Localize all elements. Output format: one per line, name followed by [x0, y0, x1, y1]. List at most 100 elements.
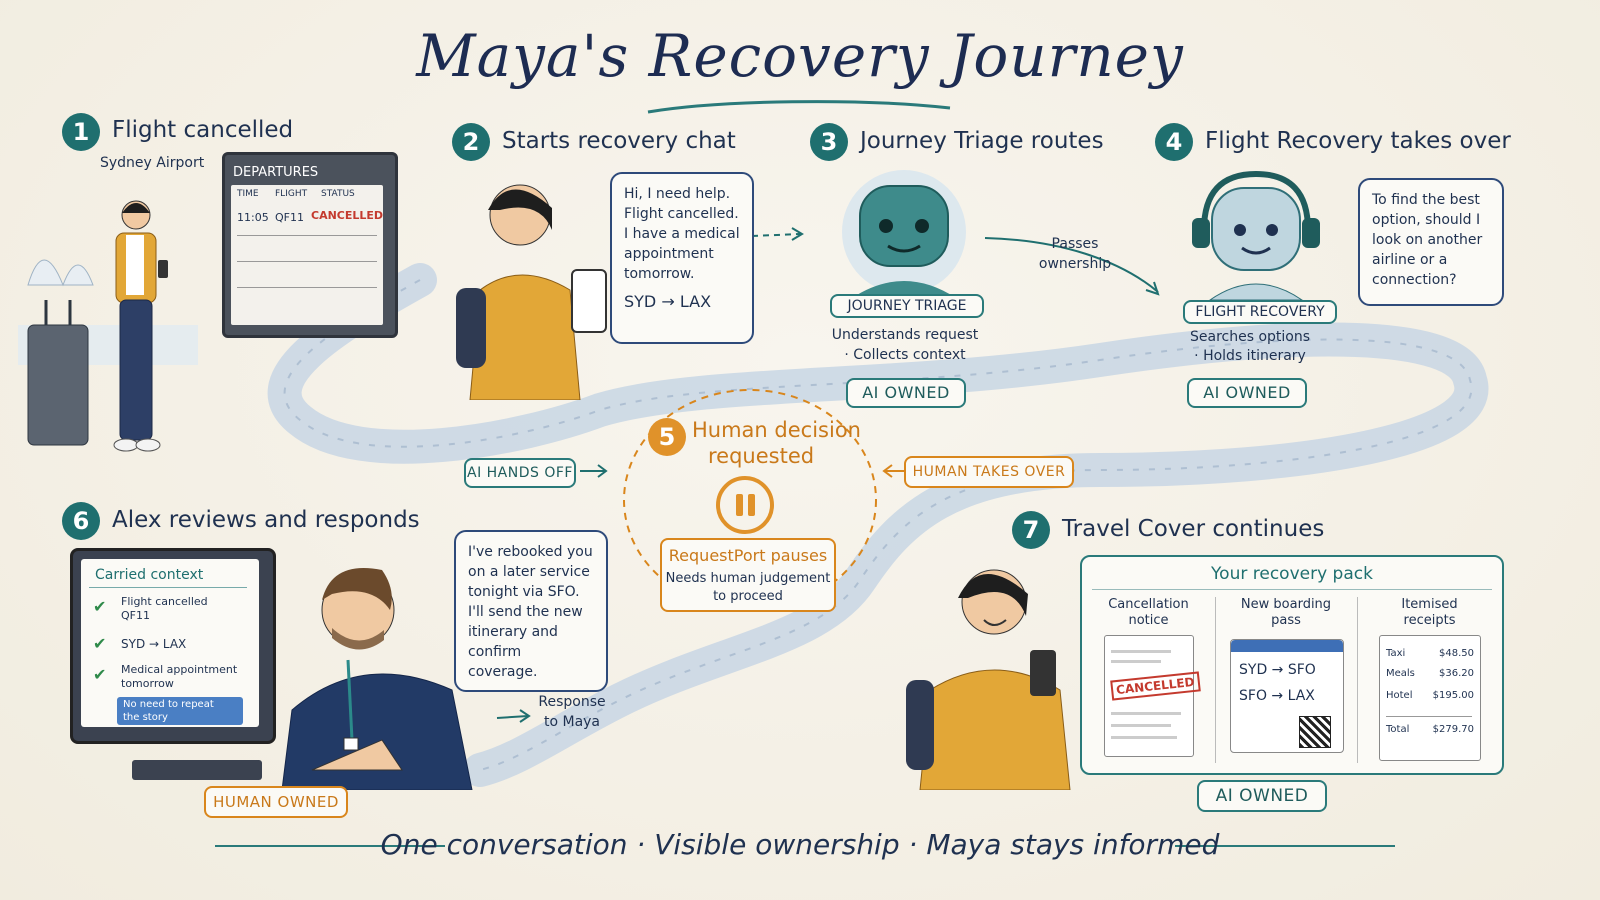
recovery-desc-1: Searches options	[1189, 329, 1311, 345]
recovery-desc-2: · Holds itinerary	[1194, 348, 1306, 364]
context-item-3-line-2: tomorrow	[121, 677, 174, 690]
request-port-card: RequestPort pauses Needs human judgement…	[660, 538, 836, 612]
context-title: Carried context	[95, 567, 204, 583]
triage-desc-1: Understands request	[831, 327, 979, 343]
board-col-flight: FLIGHT	[275, 189, 308, 199]
cancellation-col-title-2: notice	[1128, 613, 1169, 628]
human-owned-badge: HUMAN OWNED	[204, 786, 348, 818]
request-port-desc-2: to proceed	[713, 589, 783, 604]
context-item-1-line-1: Flight cancelled	[121, 595, 208, 608]
boarding-col-title-2: pass	[1271, 613, 1301, 628]
receipts-document: Taxi $48.50 Meals $36.20 Hotel $195.00 T…	[1379, 635, 1481, 761]
step-4-number: 4	[1155, 123, 1193, 161]
step-3-title: Journey Triage routes	[860, 128, 1104, 154]
recovery-bubble-line: To find the best	[1372, 192, 1480, 208]
step-1-subtitle: Sydney Airport	[100, 155, 205, 171]
context-screen: Carried context ✔ Flight cancelled QF11 …	[81, 559, 259, 727]
arrow-right-icon: →	[1271, 662, 1284, 678]
cancellation-notice-document: CANCELLED	[1104, 635, 1201, 757]
receipt-total-label: Total	[1386, 724, 1410, 735]
receipt-amount: $195.00	[1432, 690, 1474, 701]
no-repeat-line-1: No need to repeat	[123, 699, 214, 710]
flight-recovery-robot-icon	[1192, 170, 1320, 300]
recovery-bubble-line: option, should I	[1372, 212, 1481, 228]
step-2-title: Starts recovery chat	[502, 128, 736, 154]
alex-reply-bubble: I've rebooked you on a later service ton…	[454, 530, 608, 692]
request-port-desc-1: Needs human judgement	[665, 571, 831, 586]
alex-agent-illustration	[281, 568, 473, 790]
recovery-pack-title: Your recovery pack	[1211, 564, 1373, 584]
maya-chat-bubble: Hi, I need help. Flight cancelled. I hav…	[610, 172, 754, 344]
passes-ownership-label-1: Passes	[1051, 236, 1099, 252]
recovery-bubble-line: look on another	[1372, 232, 1483, 248]
receipt-amount: $36.20	[1439, 668, 1474, 679]
board-heading: DEPARTURES	[233, 165, 319, 180]
step-1-title: Flight cancelled	[112, 117, 294, 143]
alex-reply-line: I'll send the new	[468, 604, 583, 620]
step-5-number: 5	[648, 418, 686, 456]
chat-route-to: LAX	[679, 292, 712, 311]
context-item-2: SYD → LAX	[121, 637, 187, 651]
response-label-2: to Maya	[543, 714, 601, 730]
leg-1-from: SYD	[1239, 662, 1268, 678]
keyboard	[132, 760, 262, 780]
triage-agent-label: JOURNEY TRIAGE	[830, 294, 984, 318]
page-title: Maya's Recovery Journey	[416, 22, 1184, 90]
triage-ai-owned-badge: AI OWNED	[846, 378, 966, 408]
step-2-number: 2	[452, 123, 490, 161]
receipt-amount: $48.50	[1439, 648, 1474, 659]
chat-line: Flight cancelled.	[624, 206, 739, 222]
footer-tagline: One conversation · Visible ownership · M…	[380, 828, 1220, 861]
travel-cover-ai-owned-badge: AI OWNED	[1197, 780, 1327, 812]
no-repeat-line-2: the story	[123, 712, 168, 723]
passes-ownership-label-2: ownership	[1038, 256, 1112, 272]
maya-at-airport-illustration	[18, 200, 198, 452]
step-6-title: Alex reviews and responds	[112, 507, 420, 533]
cancelled-stamp: CANCELLED	[1110, 671, 1201, 701]
boarding-leg-2: SFO → LAX	[1239, 688, 1315, 704]
board-row-status: CANCELLED	[311, 209, 384, 222]
board-grid: TIME FLIGHT STATUS 11:05 QF11 CANCELLED	[231, 185, 383, 325]
board-row-flight: QF11	[275, 211, 304, 224]
receipts-col-title-1: Itemised	[1401, 597, 1458, 612]
step-1-number: 1	[62, 113, 100, 151]
chat-line: appointment	[624, 246, 714, 262]
check-icon: ✔	[93, 634, 107, 653]
triage-robot-icon	[842, 170, 966, 298]
recovery-agent-label: FLIGHT RECOVERY	[1183, 300, 1337, 324]
alex-reply-line: tonight via SFO.	[468, 584, 580, 600]
boarding-col-title-1: New boarding	[1240, 597, 1332, 612]
receipts-col-title-2: receipts	[1403, 613, 1456, 628]
maya-phone-happy-illustration	[906, 569, 1071, 790]
alex-reply-line: I've rebooked you	[468, 544, 593, 560]
board-col-time: TIME	[237, 189, 259, 199]
no-repeat-note: No need to repeat the story	[117, 697, 243, 725]
alex-reply-line: confirm coverage.	[468, 644, 538, 680]
step-3-number: 3	[810, 123, 848, 161]
chat-line: Hi, I need help.	[624, 186, 731, 202]
alex-reply-line: on a later service	[468, 564, 590, 580]
context-item-3: Medical appointment tomorrow	[121, 663, 237, 691]
context-item-1-line-2: QF11	[121, 609, 150, 622]
leg-2-from: SFO	[1239, 688, 1267, 704]
recovery-question-bubble: To find the best option, should I look o…	[1358, 178, 1504, 306]
chat-route-from: SYD	[624, 292, 657, 311]
receipt-item: Meals	[1386, 668, 1415, 679]
human-takes-over-badge: HUMAN TAKES OVER	[904, 456, 1074, 488]
context-item-1: Flight cancelled QF11	[121, 595, 208, 623]
check-icon: ✔	[93, 597, 107, 616]
leg-1-to: SFO	[1287, 662, 1316, 678]
alex-reply-line: itinerary and	[468, 624, 558, 640]
alex-monitor: Carried context ✔ Flight cancelled QF11 …	[70, 548, 276, 744]
cancellation-col-title-1: Cancellation	[1108, 597, 1189, 612]
step-5-title-1: Human decision	[692, 418, 861, 442]
step-7-number: 7	[1012, 511, 1050, 549]
step-7-title: Travel Cover continues	[1062, 516, 1325, 542]
maya-phone-illustration	[456, 184, 607, 400]
departure-board: DEPARTURES TIME FLIGHT STATUS 11:05 QF11…	[222, 152, 398, 338]
arrow-right-icon: →	[661, 292, 675, 311]
qr-code-icon	[1299, 716, 1331, 748]
board-row-time: 11:05	[237, 211, 269, 224]
